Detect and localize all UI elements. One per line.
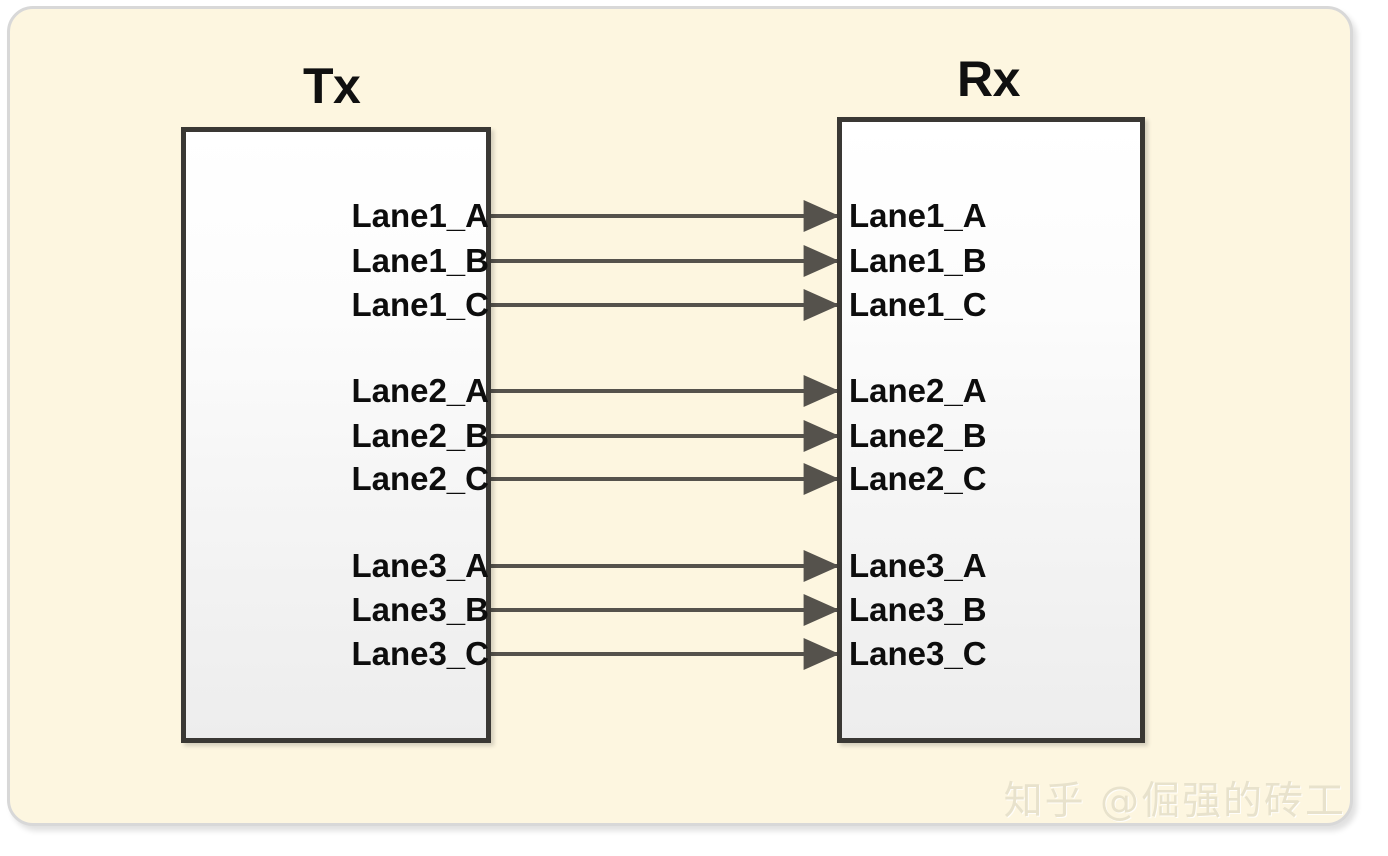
rx-lane-label-lane1-a: Lane1_A [849, 197, 987, 234]
tx-lane-label-lane3-c: Lane3_C [351, 635, 489, 672]
tx-lane-label-lane1-a: Lane1_A [351, 197, 489, 234]
tx-block-title: Tx [303, 58, 361, 114]
rx-lane-label-lane1-c: Lane1_C [849, 286, 987, 323]
rx-lane-label-lane2-b: Lane2_B [849, 417, 987, 454]
rx-lane-label-lane2-c: Lane2_C [849, 460, 987, 497]
rx-lane-label-lane3-a: Lane3_A [849, 547, 987, 584]
rx-lane-label-lane3-c: Lane3_C [849, 635, 987, 672]
rx-block-box [837, 117, 1145, 743]
watermark-text: 知乎 @倔强的砖工 [1003, 779, 1346, 824]
tx-lane-label-lane1-b: Lane1_B [351, 242, 489, 279]
tx-lane-label-lane3-b: Lane3_B [351, 591, 489, 628]
rx-block-title: Rx [957, 51, 1020, 107]
tx-lane-label-lane2-b: Lane2_B [351, 417, 489, 454]
tx-lane-label-lane3-a: Lane3_A [351, 547, 489, 584]
tx-lane-label-lane1-c: Lane1_C [351, 286, 489, 323]
rx-lane-label-lane1-b: Lane1_B [849, 242, 987, 279]
lane-arrows [491, 200, 840, 670]
rx-lane-label-lane3-b: Lane3_B [849, 591, 987, 628]
tx-block-box [181, 127, 491, 743]
rx-lane-label-lane2-a: Lane2_A [849, 372, 987, 409]
tx-lane-label-lane2-a: Lane2_A [351, 372, 489, 409]
tx-lane-label-lane2-c: Lane2_C [351, 460, 489, 497]
